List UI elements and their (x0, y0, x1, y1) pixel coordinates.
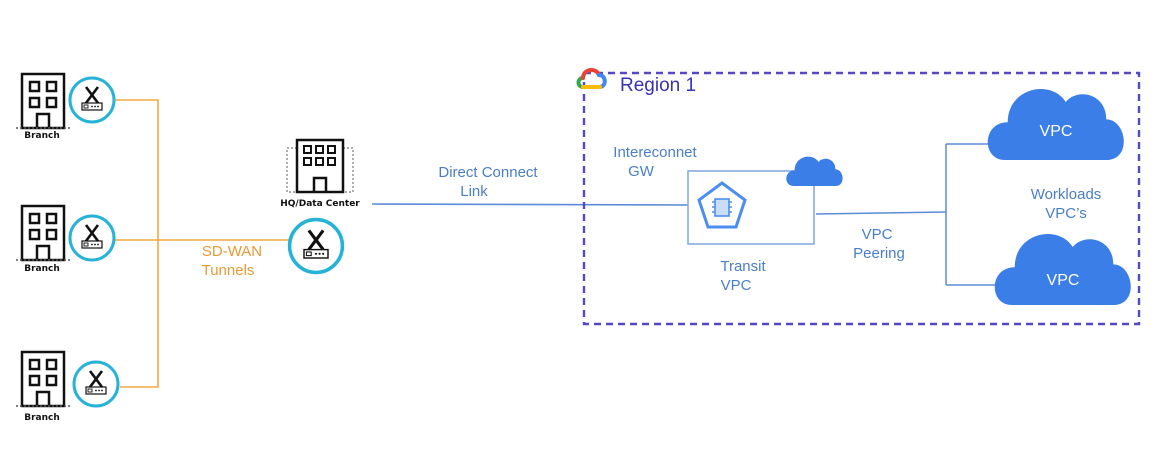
sdwan-tunnels (114, 99, 292, 388)
hq-label: HQ/Data Center (280, 199, 360, 209)
region-boundary (582, 71, 1141, 326)
hq-router-icon (287, 217, 345, 275)
branch-label-2: Branch (24, 264, 60, 274)
google-cloud-icon (576, 68, 607, 89)
branch-router-icon-2 (68, 214, 116, 262)
transit-cloud-icon (786, 156, 843, 186)
interconnect-label-line1: Intereconnet (613, 144, 697, 161)
branch-building-icon-3 (14, 350, 72, 408)
vpc-peering-lines (815, 143, 1020, 286)
branch-label-1: Branch (24, 131, 60, 141)
direct-connect-link (371, 203, 697, 206)
direct-connect-label-line2: Link (460, 183, 488, 200)
sdwan-label-line2: Tunnels (201, 262, 255, 279)
sdwan-label-line1: SD-WAN (201, 243, 263, 260)
branch-router-icon-3 (72, 360, 120, 408)
region-title: Region 1 (620, 75, 697, 96)
peering-label-line2: Peering (853, 245, 905, 262)
vpc-label-top: VPC (1039, 123, 1073, 140)
branch-building-icon-2 (14, 204, 72, 262)
branch-label-3: Branch (24, 413, 60, 423)
branch-building-icon-1 (14, 72, 72, 130)
transit-label-line2: VPC (720, 277, 752, 294)
interconnect-label-line2: GW (628, 163, 654, 180)
interconnect-gateway-icon (697, 181, 747, 229)
hq-building-icon (286, 138, 354, 194)
workloads-label-line2: VPC’s (1045, 205, 1087, 222)
peering-label-line1: VPC (861, 226, 893, 243)
branch-router-icon-1 (68, 76, 116, 124)
vpc-cloud-bottom (994, 234, 1131, 305)
direct-connect-label-line1: Direct Connect (438, 164, 538, 181)
vpc-label-bottom: VPC (1046, 272, 1080, 289)
transit-label-line1: Transit (720, 258, 766, 275)
workloads-label-line1: Workloads (1030, 186, 1102, 203)
